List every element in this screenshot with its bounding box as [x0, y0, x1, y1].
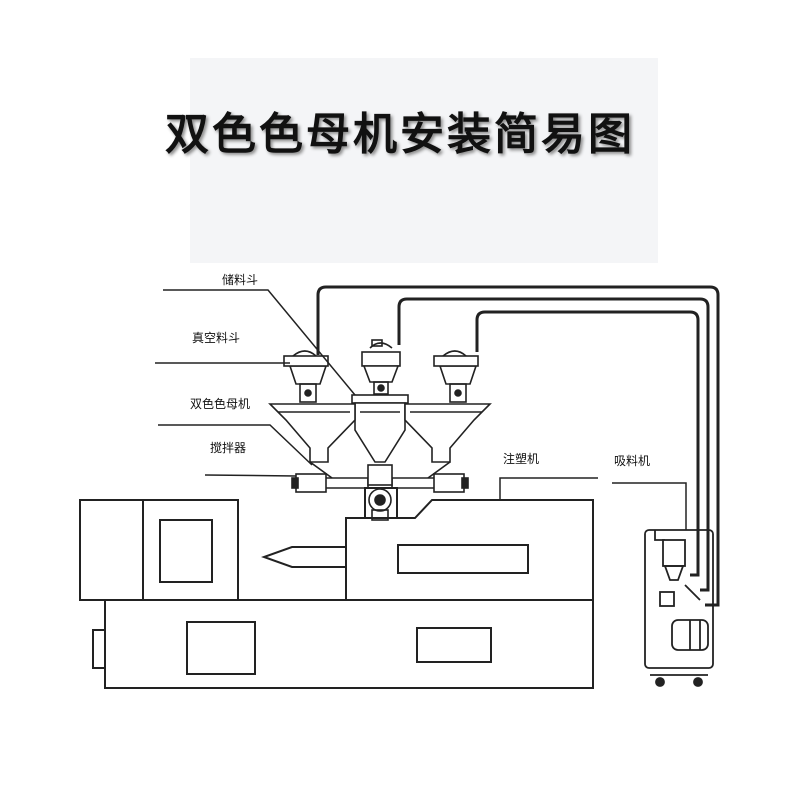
leader-lines: [155, 289, 687, 530]
suction-loader: [644, 529, 714, 687]
storage-hopper: [351, 394, 409, 463]
base-left-tab: [92, 629, 106, 669]
label-injection-machine: 注塑机: [503, 451, 539, 466]
vacuum-hopper-center: [361, 339, 401, 395]
base-window-left: [186, 621, 256, 675]
diagram-title: 双色色母机安装简易图: [165, 109, 635, 160]
injection-window: [397, 544, 529, 574]
clamp-unit: [79, 499, 239, 601]
title-panel: [190, 58, 658, 263]
conveying-pipes: [316, 285, 720, 607]
label-suction-loader: 吸料机: [614, 454, 650, 468]
label-vacuum-hopper: 真空料斗: [192, 331, 240, 345]
label-storage-hopper: 储料斗: [222, 272, 258, 287]
left-dosing-hopper: [268, 350, 356, 463]
label-dual-color-dosing: 双色色母机: [190, 397, 250, 411]
right-dosing-hopper: [404, 350, 492, 463]
dosing-unit: [268, 339, 492, 521]
machine-base: [104, 599, 594, 689]
mixer: [367, 464, 393, 521]
base-window-right: [416, 627, 492, 663]
injection-molding-machine: [79, 487, 594, 689]
injection-unit: [345, 499, 594, 600]
nozzle: [261, 546, 346, 568]
clamp-window: [159, 519, 213, 583]
label-mixer: 搅拌器: [210, 440, 246, 455]
